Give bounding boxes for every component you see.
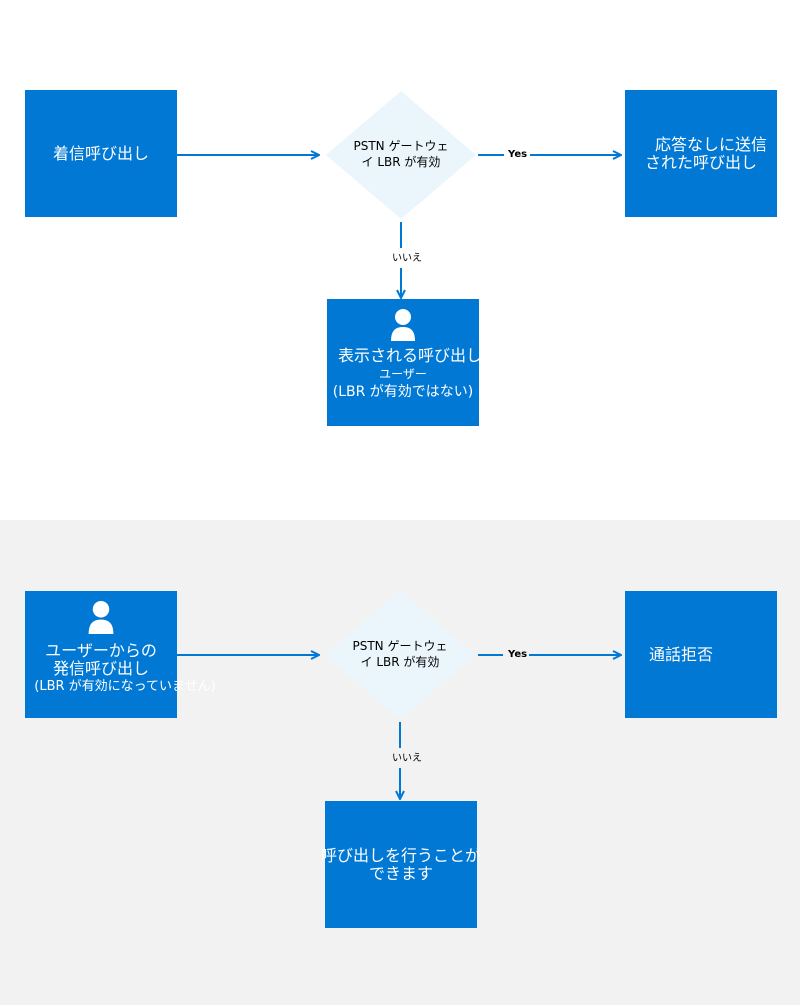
top-yes-line1: 応答なしに送信	[654, 134, 767, 154]
bottom-start-box: ユーザーからの 発信呼び出し (LBR が有効になっていません)	[25, 591, 216, 718]
bottom-decision-diamond: PSTN ゲートウェ イ LBR が有効	[325, 591, 475, 719]
bottom-decision-line1: PSTN ゲートウェ	[352, 639, 448, 653]
person-icon	[88, 601, 114, 634]
top-yes-line2: された呼び出し	[644, 152, 757, 172]
bottom-decision-shape	[325, 591, 475, 719]
person-icon	[391, 309, 415, 341]
bottom-no-line1: 呼び出しを行うことが	[321, 845, 482, 865]
top-no-box: 表示される呼び出し ユーザー (LBR が有効ではない)	[327, 299, 483, 426]
bottom-start-line1: ユーザーからの	[45, 641, 157, 660]
top-decision-line1: PSTN ゲートウェ	[353, 139, 449, 153]
bottom-no-label: いいえ	[392, 753, 422, 764]
top-decision-shape	[326, 91, 476, 219]
top-flow-panel	[0, 0, 800, 520]
bottom-yes-box: 通話拒否	[625, 591, 777, 718]
top-decision-diamond: PSTN ゲートウェ イ LBR が有効	[326, 91, 476, 219]
top-no-line2: ユーザー	[379, 367, 427, 381]
top-no-line1: 表示される呼び出し	[338, 346, 483, 365]
bottom-no-box: 呼び出しを行うことが できます	[321, 801, 481, 928]
top-no-label: いいえ	[392, 253, 422, 264]
bottom-decision-line2: イ LBR が有効	[360, 655, 440, 669]
bottom-yes-label: Yes	[508, 649, 528, 660]
top-decision-line2: イ LBR が有効	[361, 155, 441, 169]
top-start-label: 着信呼び出し	[52, 143, 149, 163]
bottom-no-line2: できます	[368, 863, 433, 883]
top-start-box: 着信呼び出し	[25, 90, 177, 217]
top-yes-box: 応答なしに送信 された呼び出し	[625, 90, 777, 217]
top-decision-label: PSTN ゲートウェ イ LBR が有効	[326, 138, 476, 170]
top-yes-label: Yes	[508, 149, 528, 160]
bottom-yes-label-text: 通話拒否	[649, 644, 714, 664]
top-no-line3: (LBR が有効ではない)	[332, 384, 474, 400]
bottom-decision-label: PSTN ゲートウェ イ LBR が有効	[325, 638, 475, 670]
bottom-start-line3: (LBR が有効になっていません)	[34, 679, 216, 694]
bottom-start-line2: 発信呼び出し	[52, 659, 149, 678]
